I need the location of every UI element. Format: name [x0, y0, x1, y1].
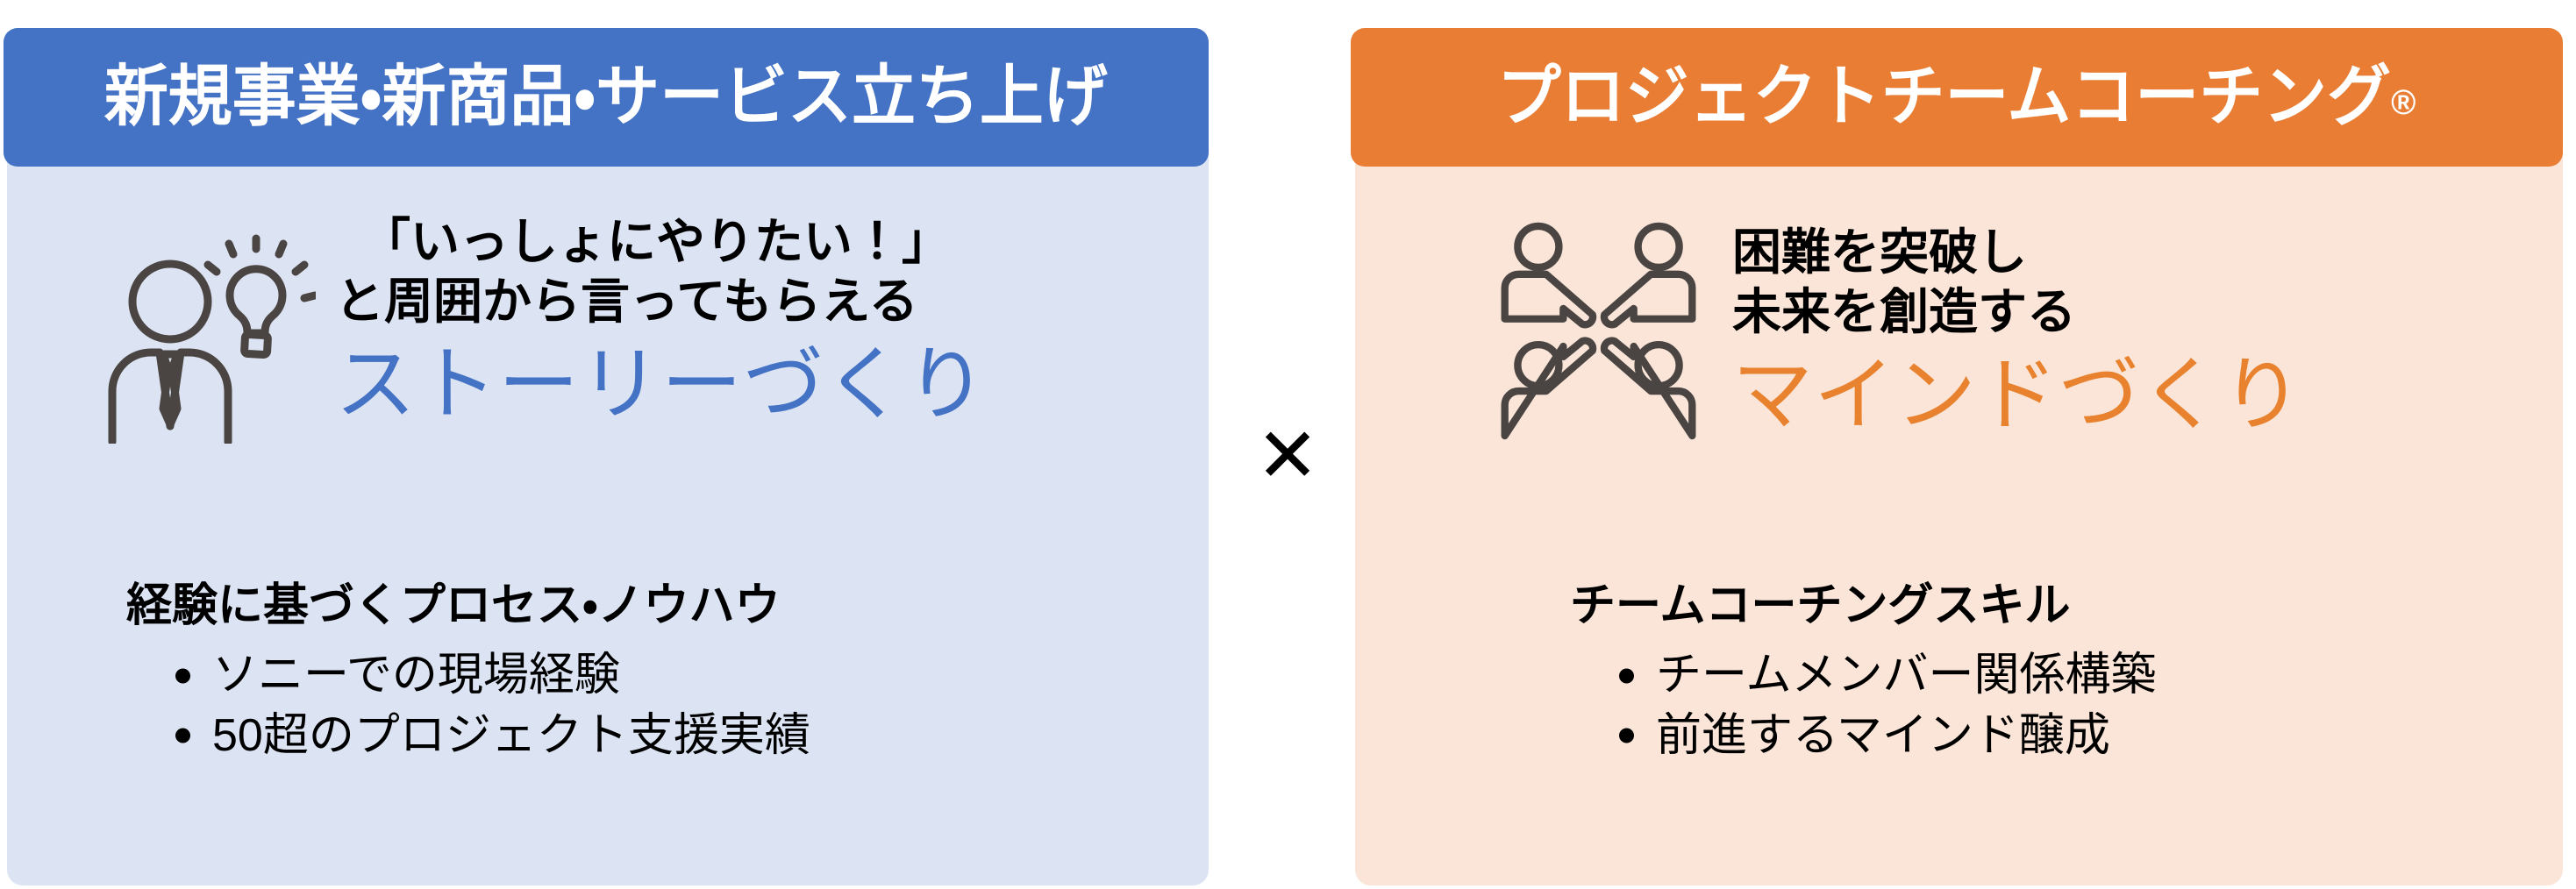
right-card-sub-title: チームコーチングスキル [1570, 580, 2071, 631]
right-card-banner: プロジェクトチームコーチング® [1351, 28, 2563, 167]
multiply-symbol: ✕ [1255, 414, 1320, 498]
left-card-headline: 「いっしょにやりたい！」 と周囲から言ってもらえる ストーリーづくり [335, 207, 1123, 432]
list-item: チームメンバー関係構築 [1617, 645, 2156, 706]
list-item: ソニーでの現場経験 [174, 645, 810, 706]
right-card-headline-line2: 未来を創造する [1732, 284, 2076, 340]
right-card-upper: 困難を突破し 未来を創造する マインドづくり [1491, 217, 2526, 443]
right-card-lower: チームコーチングスキル チームメンバー関係構築 前進するマインド醸成 [1570, 579, 2156, 766]
left-card-headline-line2: と周囲から言ってもらえる [335, 274, 918, 330]
right-card-banner-text: プロジェクトチームコーチング [1497, 60, 2392, 134]
left-card-lower: 経験に基づくプロセス・ノウハウ ソニーでの現場経験 50超のプロジェクト支援実績 [126, 579, 810, 766]
right-card-bullet-list: チームメンバー関係構築 前進するマインド醸成 [1570, 645, 2156, 765]
right-card-banner-label: プロジェクトチームコーチング® [1497, 64, 2416, 131]
right-card-headline: 困難を突破し 未来を創造する マインドづくり [1732, 217, 2526, 443]
left-card-accent-text: ストーリーづくり [335, 339, 988, 430]
left-card-upper: 「いっしょにやりたい！」 と周囲から言ってもらえる ストーリーづくり [96, 207, 1123, 446]
left-card-banner-label: 新規事業・新商品・サービス立ち上げ [103, 60, 1109, 134]
registered-mark-icon: ® [2391, 83, 2416, 122]
left-card-headline-line1: 「いっしょにやりたい！」 [361, 214, 951, 269]
list-item: 前進するマインド醸成 [1617, 706, 2156, 766]
person-with-lightbulb-icon [96, 207, 319, 446]
left-card-banner: 新規事業・新商品・サービス立ち上げ [4, 28, 1209, 167]
right-card-accent-text: マインドづくり [1732, 350, 2304, 440]
left-card-sub-title: 経験に基づくプロセス・ノウハウ [126, 580, 781, 631]
four-people-team-icon [1491, 217, 1706, 441]
right-card-headline-line1: 困難を突破し [1732, 224, 2027, 280]
list-item: 50超のプロジェクト支援実績 [174, 706, 810, 766]
left-card-bullet-list: ソニーでの現場経験 50超のプロジェクト支援実績 [126, 645, 810, 765]
